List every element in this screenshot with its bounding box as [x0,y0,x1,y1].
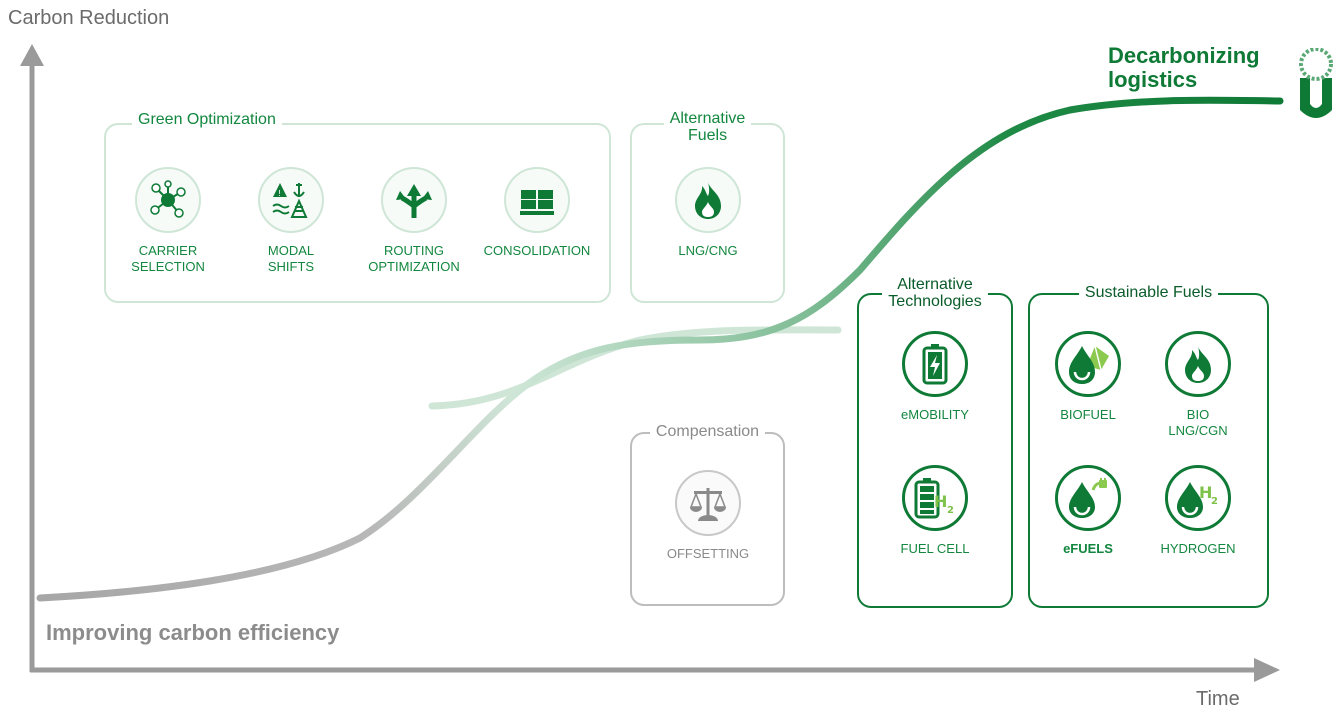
tree-logo-icon [1294,47,1338,122]
hydrogen-item: H 2 HYDROGEN [1138,465,1258,557]
item-label: ROUTING OPTIMIZATION [368,243,460,274]
group-title: Alternative Technologies [882,276,988,310]
alternative-technologies-group: Alternative Technologies eMOBILITY H 2 [857,276,1013,608]
drop-leaf-icon [1055,331,1121,397]
item-label: eMOBILITY [901,407,969,422]
efuels-item: eFUELS [1028,465,1148,557]
item-label: FUEL CELL [900,541,970,556]
x-axis-label: Time [1196,688,1240,710]
item-label: OFFSETTING [666,546,750,561]
consolidation-item: CONSOLIDATION [477,167,597,259]
y-axis [20,44,44,672]
item-label: BIOFUEL [1060,407,1116,422]
balance-scale-icon [675,470,741,536]
svg-text:2: 2 [947,505,954,516]
flame-icon [675,167,741,233]
battery-h2-icon: H 2 [902,465,968,531]
bio-lng-cgn-item: BIO LNG/CGN [1138,331,1258,439]
decarbonizing-curve [36,96,1284,602]
item-label: HYDROGEN [1160,541,1236,556]
item-label: CARRIER SELECTION [131,243,205,274]
emobility-item: eMOBILITY [875,331,995,423]
svg-text:!: ! [278,189,281,198]
lng-cng-item: LNG/CNG [648,167,768,259]
drop-h2-icon: H 2 [1165,465,1231,531]
biofuel-item: BIOFUEL [1028,331,1148,423]
drop-plug-icon [1055,465,1121,531]
ship-rail-icon: ! [258,167,324,233]
carrier-selection-item: CARRIER SELECTION [108,167,228,275]
item-label: CONSOLIDATION [483,243,591,258]
offsetting-item: OFFSETTING [648,470,768,562]
item-label: MODAL SHIFTS [267,243,315,274]
decarbonizing-label: Decarbonizing logistics [1108,43,1260,92]
item-label: BIO LNG/CGN [1168,407,1228,438]
pallet-boxes-icon [504,167,570,233]
modal-shifts-item: ! MODAL SHIFTS [231,167,351,275]
compensation-group: Compensation OFFSETTING [630,423,785,606]
flame-icon [1165,331,1231,397]
route-arrows-icon [381,167,447,233]
battery-bolt-icon [902,331,968,397]
svg-text:H: H [934,492,947,511]
item-label: LNG/CNG [678,243,738,258]
routing-optimization-item: ROUTING OPTIMIZATION [354,167,474,275]
item-label: eFUELS [1063,541,1113,556]
group-title: Compensation [649,423,766,440]
group-title: Alternative Fuels [663,110,752,144]
svg-text:H: H [1199,483,1212,502]
group-title: Sustainable Fuels [1078,284,1219,301]
x-axis [30,658,1280,682]
group-title: Green Optimization [132,111,282,128]
fuel-cell-item: H 2 FUEL CELL [875,465,995,557]
improving-efficiency-label: Improving carbon efficiency [46,620,340,645]
green-optimization-group: Green Optimization CARRIER SELECTION ! M… [104,111,611,303]
sustainable-fuels-group: Sustainable Fuels BIOFUEL BIO LNG/CGN [1028,284,1269,608]
svg-text:2: 2 [1211,496,1218,507]
alternative-fuels-group: Alternative Fuels LNG/CNG [630,110,785,303]
y-axis-label: Carbon Reduction [8,7,170,29]
network-nodes-icon [135,167,201,233]
